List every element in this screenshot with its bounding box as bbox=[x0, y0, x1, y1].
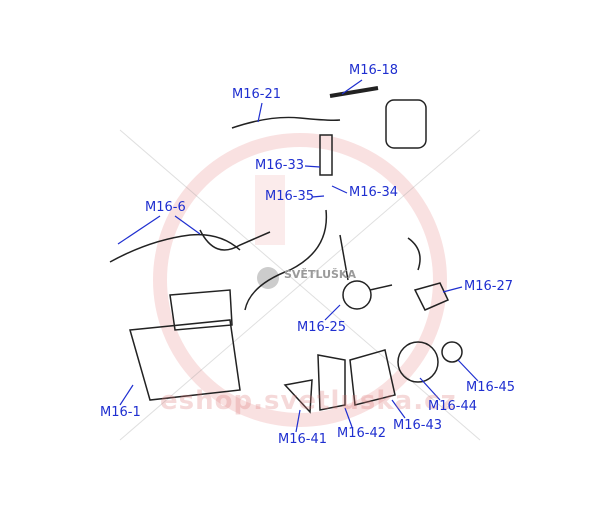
leader-m16-41 bbox=[295, 409, 301, 433]
label-m16-6[interactable]: M16-6 bbox=[145, 200, 186, 215]
leader-m16-21 bbox=[257, 102, 263, 123]
parts-drawing bbox=[109, 86, 463, 414]
housing-gasket bbox=[283, 379, 313, 414]
leader-m16-27 bbox=[442, 286, 463, 293]
leader-m16-6-b bbox=[174, 215, 201, 235]
label-m16-35[interactable]: M16-35 bbox=[265, 189, 314, 204]
flange-gasket bbox=[413, 282, 450, 311]
drive-housing bbox=[317, 354, 346, 411]
leader-m16-43 bbox=[391, 399, 406, 419]
label-m16-41[interactable]: M16-41 bbox=[278, 432, 327, 447]
drive-pulley bbox=[397, 341, 439, 383]
label-m16-33[interactable]: M16-33 bbox=[255, 158, 304, 173]
label-m16-18[interactable]: M16-18 bbox=[349, 63, 398, 78]
leader-m16-6-a bbox=[117, 215, 161, 245]
leader-m16-1 bbox=[119, 384, 134, 406]
leader-m16-45 bbox=[457, 359, 479, 382]
leader-m16-44 bbox=[419, 377, 441, 401]
label-m16-1[interactable]: M16-1 bbox=[100, 405, 141, 420]
injector bbox=[319, 134, 333, 176]
label-m16-45[interactable]: M16-45 bbox=[466, 380, 515, 395]
logo-text: SVĚTLUŠKA bbox=[284, 268, 356, 281]
lift-pump bbox=[342, 280, 372, 310]
injector-pipe-2 bbox=[199, 229, 271, 251]
leader-m16-35 bbox=[311, 195, 325, 198]
label-m16-44[interactable]: M16-44 bbox=[428, 399, 477, 414]
watermark-text: eshop.svetluska.cz bbox=[160, 386, 457, 416]
label-m16-42[interactable]: M16-42 bbox=[337, 426, 386, 441]
watermark-emblem bbox=[119, 129, 481, 441]
fuel-pipe-manifold bbox=[231, 116, 341, 129]
leader-m16-18 bbox=[341, 79, 363, 95]
leader-m16-42 bbox=[344, 407, 353, 428]
cover-gasket bbox=[349, 349, 396, 406]
leader-lines bbox=[117, 79, 479, 433]
fuel-line bbox=[244, 209, 328, 311]
leader-m16-33 bbox=[304, 165, 321, 168]
hub bbox=[441, 341, 463, 363]
lift-pump-arm bbox=[369, 284, 393, 291]
label-m16-34[interactable]: M16-34 bbox=[349, 185, 398, 200]
banjo-bolt bbox=[329, 86, 379, 98]
label-m16-25[interactable]: M16-25 bbox=[297, 320, 346, 335]
stud bbox=[339, 234, 349, 281]
leader-m16-34 bbox=[331, 185, 348, 194]
pump-body bbox=[129, 319, 241, 401]
pump-head bbox=[169, 289, 233, 331]
label-m16-27[interactable]: M16-27 bbox=[464, 279, 513, 294]
leader-m16-25 bbox=[324, 304, 341, 321]
label-m16-21[interactable]: M16-21 bbox=[232, 87, 281, 102]
return-pipe bbox=[407, 237, 421, 271]
injector-pipes bbox=[109, 233, 241, 263]
fuel-filter bbox=[385, 99, 427, 149]
label-m16-43[interactable]: M16-43 bbox=[393, 418, 442, 433]
